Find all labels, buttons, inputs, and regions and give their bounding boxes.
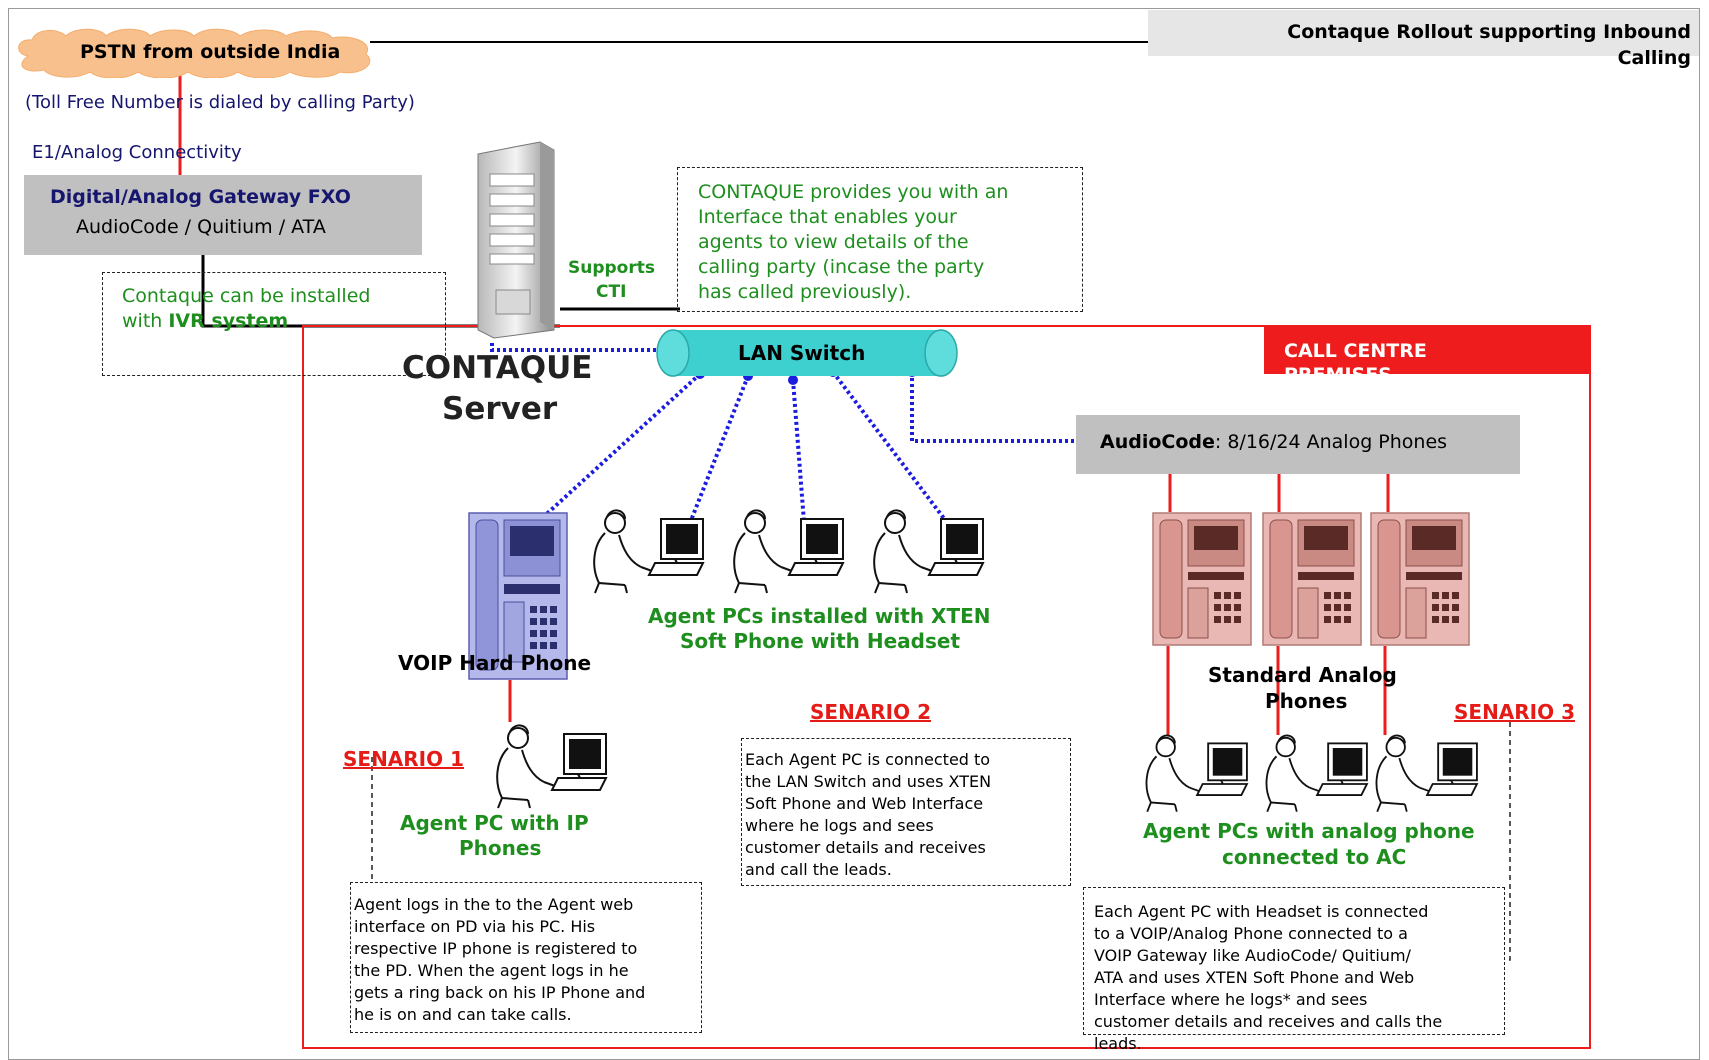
scenario2-desc-line: the LAN Switch and uses XTEN (745, 772, 992, 791)
scenario3-desc-box (1083, 887, 1505, 1035)
scenario3-desc-line: leads. (1094, 1034, 1142, 1053)
agent-pc-icon (488, 720, 618, 810)
audiocode-box (1076, 415, 1520, 474)
server-tower-icon (470, 140, 560, 340)
title-line1: Contaque Rollout supporting Inbound (1287, 21, 1691, 43)
switch-to-pc2-dots (791, 379, 807, 536)
scenario1-desc-box (350, 882, 702, 1033)
ivr-note-prefix: with (122, 310, 169, 332)
scenario2-desc-line: Soft Phone and Web Interface (745, 794, 984, 813)
scenario2-desc-box (741, 738, 1071, 886)
voip-label: VOIP Hard Phone (398, 651, 592, 675)
lan-switch-icon: LAN Switch (655, 328, 960, 378)
supports-cti-line2: CTI (596, 282, 627, 302)
scenario3-title: SENARIO 3 (1454, 700, 1576, 724)
scenario1-desc-line: gets a ring back on his IP Phone and (354, 983, 646, 1002)
voip-hard-phone-icon (468, 512, 568, 680)
scenario1-desc-line: he is on and can take calls. (354, 1005, 572, 1024)
call-centre-line1: CALL CENTRE (1284, 340, 1427, 362)
audiocode-rest: : 8/16/24 Analog Phones (1214, 431, 1448, 453)
lan-connectors (490, 343, 1076, 536)
ivr-note-bold: IVR system (168, 310, 289, 332)
scenario1-title: SENARIO 1 (343, 747, 465, 771)
scenario3-agent-line1: Agent PCs with analog phone (1143, 819, 1475, 843)
analog-label-line1: Standard Analog (1208, 663, 1397, 687)
e1-label: E1/Analog Connectivity (32, 142, 242, 163)
audiocode-label: AudioCode: 8/16/24 Analog Phones (1100, 431, 1447, 453)
scenario3-agent-line2: connected to AC (1222, 845, 1407, 869)
audiocode-bold: AudioCode (1100, 431, 1215, 453)
scenario1-desc-line: respective IP phone is registered to (354, 939, 638, 958)
contaque-note-line: CONTAQUE provides you with an (698, 181, 1009, 203)
title-box (1148, 10, 1699, 56)
toll-free-note: (Toll Free Number is dialed by calling P… (25, 92, 415, 113)
contaque-note-line: calling party (incase the party (698, 256, 985, 278)
ivr-note-line2: with IVR system (122, 310, 288, 332)
switch-to-voip-dots (538, 372, 702, 522)
contaque-note-line: has called previously). (698, 281, 912, 303)
analog-phone-icon (1262, 512, 1362, 646)
gateway-subtitle: AudioCode / Quitium / ATA (76, 216, 326, 238)
scenario1-agent-line2: Phones (459, 836, 542, 860)
call-centre-frame (302, 325, 1591, 1049)
scenario2-desc-line: where he logs and sees (745, 816, 934, 835)
scenario2-desc-line: customer details and receives (745, 838, 986, 857)
scenario1-desc-line: interface on PD via his PC. His (354, 917, 596, 936)
scenario1-desc-line: Agent logs in the to the Agent web (354, 895, 634, 914)
scenario3-desc-line: Interface where he logs* and sees (1094, 990, 1368, 1009)
agent-pc-icon (1138, 730, 1258, 814)
pstn-label: PSTN from outside India (80, 41, 341, 63)
contaque-note-line: Interface that enables your (698, 206, 957, 228)
agent-pc-icon (865, 505, 995, 595)
contaque-note-box (677, 167, 1083, 312)
call-centre-tag: CALL CENTRE PREMISES (1264, 326, 1590, 374)
ivr-note-line1: Contaque can be installed (122, 285, 371, 307)
gateway-box (24, 175, 422, 255)
agent-pc-icon (585, 505, 715, 595)
scenario2-desc-line: and call the leads. (745, 860, 892, 879)
analog-label-line2: Phones (1265, 689, 1348, 713)
scenario3-leader (1505, 722, 1511, 961)
agent-pc-icon (1368, 730, 1488, 814)
call-centre-line2: PREMISES (1284, 364, 1392, 374)
scenario3-desc-line: ATA and uses XTEN Soft Phone and Web (1094, 968, 1415, 987)
soft-phone-label-line2: Soft Phone with Headset (680, 629, 961, 653)
title-line2: Calling (1617, 47, 1691, 69)
cloud-icon (18, 28, 371, 79)
server-to-switch-dots (490, 343, 674, 352)
agent-pc-icon (725, 505, 855, 595)
soft-phone-label-line1: Agent PCs installed with XTEN (648, 604, 991, 628)
gateway-title: Digital/Analog Gateway FXO (50, 186, 351, 208)
analog-phone-icon (1370, 512, 1470, 646)
ivr-note-box (102, 272, 446, 376)
switch-to-pc3-dots (831, 370, 957, 535)
server-label-line2: Server (442, 391, 558, 427)
supports-cti-line1: Supports (568, 258, 655, 278)
scenario3-desc-line: Each Agent PC with Headset is connected (1094, 902, 1429, 921)
agent-pc-icon (1258, 730, 1378, 814)
contaque-note-line: agents to view details of the (698, 231, 969, 253)
scenario3-desc-line: to a VOIP/Analog Phone connected to a (1094, 924, 1408, 943)
scenario1-desc-line: the PD. When the agent logs in he (354, 961, 629, 980)
scenario3-desc-line: customer details and receives and calls … (1094, 1012, 1443, 1031)
scenario2-desc-line: Each Agent PC is connected to (745, 750, 991, 769)
audiocode-to-phones-lines (1166, 474, 1390, 735)
scenario1-agent-line1: Agent PC with IP (400, 811, 589, 835)
scenario3-desc-line: VOIP Gateway like AudioCode/ Quitium/ (1094, 946, 1411, 965)
analog-phone-icon (1152, 512, 1252, 646)
lan-switch-label: LAN Switch (738, 341, 866, 365)
server-label-line1: CONTAQUE (402, 350, 593, 386)
scenario2-title: SENARIO 2 (810, 700, 932, 724)
switch-to-audiocode-dots (910, 372, 1076, 443)
pstn-cloud: PSTN from outside India (10, 26, 380, 79)
leader-lines (371, 722, 1511, 961)
